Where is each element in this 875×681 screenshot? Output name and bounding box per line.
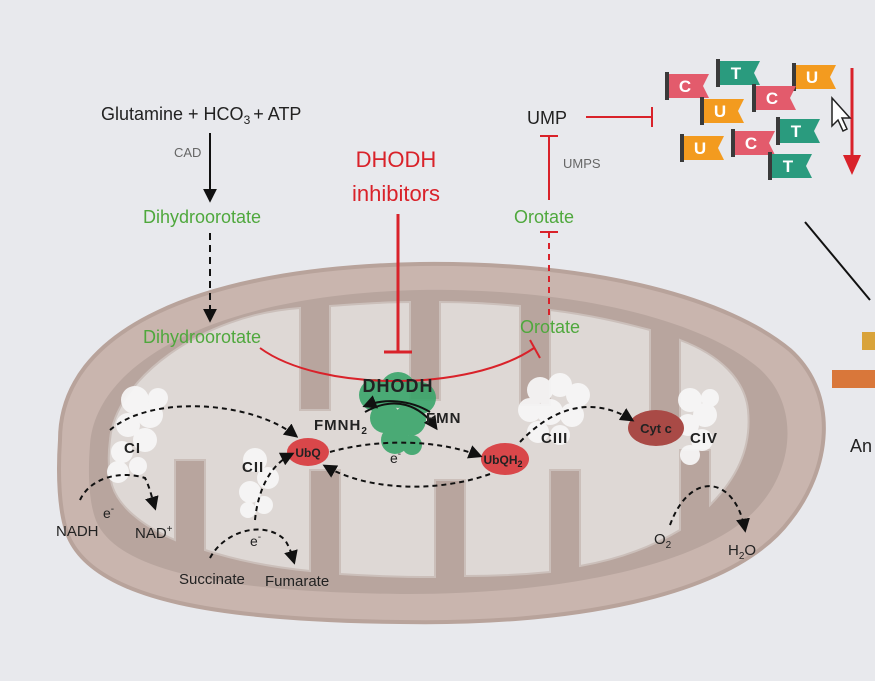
complex-i-shape bbox=[107, 386, 168, 483]
nucleotide-letter: T bbox=[731, 64, 742, 83]
nucleotide-flag: T bbox=[776, 117, 820, 145]
cursor-icon bbox=[831, 96, 852, 133]
h2o-label: H2O bbox=[728, 542, 756, 562]
cropped-bar-2 bbox=[832, 370, 875, 388]
dhodh-enzyme-shape bbox=[359, 372, 436, 455]
succinate-arrow bbox=[209, 528, 298, 565]
ubq-to-ubqh2-arrow bbox=[329, 441, 483, 459]
nadh-label: NADH bbox=[56, 523, 99, 540]
cii-label: CII bbox=[242, 459, 264, 476]
cytc-label: Cyt c bbox=[640, 421, 672, 436]
nucleotide-letter: C bbox=[679, 77, 691, 96]
nucleotide-flag-shape bbox=[735, 131, 775, 155]
electron-cii-label: e- bbox=[250, 532, 261, 549]
fmnh2-label: FMNH2 bbox=[314, 417, 368, 437]
ubq-shape bbox=[287, 438, 329, 466]
cytc-shape bbox=[628, 410, 684, 446]
nucleotide-pole bbox=[680, 134, 684, 162]
nad-label: NAD+ bbox=[135, 524, 173, 542]
dihydroorotate-cyto-label: Dihydroorotate bbox=[143, 207, 261, 227]
nucleotide-letter: T bbox=[783, 157, 794, 176]
nucleotide-pole bbox=[752, 84, 756, 112]
conversion-curve bbox=[259, 347, 535, 382]
nucleotide-letter: C bbox=[766, 89, 778, 108]
nucleotide-pole bbox=[700, 97, 704, 125]
cropped-text: An bbox=[850, 436, 872, 456]
nucleotide-flag-shape bbox=[720, 61, 760, 85]
inhibitor-line2: inhibitors bbox=[352, 181, 440, 206]
electron-ci-label: e- bbox=[103, 504, 114, 521]
ubqh2-shape bbox=[481, 443, 529, 475]
nucleotide-flag: C bbox=[731, 129, 775, 157]
nucleotide-pole bbox=[776, 117, 780, 145]
nucleotide-flag: U bbox=[792, 63, 836, 91]
nucleotide-pole bbox=[716, 59, 720, 87]
ciii-label: CIII bbox=[541, 430, 568, 447]
inhibitor-line1: DHODH bbox=[356, 147, 437, 172]
downstream-arrow bbox=[804, 221, 871, 301]
dhodh-label: DHODH bbox=[363, 376, 434, 396]
nucleotide-flag: U bbox=[700, 97, 744, 125]
nucleotide-letter: U bbox=[806, 68, 818, 87]
ubqh2-label: UbQH2 bbox=[483, 453, 522, 469]
nucleotide-flag: C bbox=[752, 84, 796, 112]
orotate-mito-label: Orotate bbox=[520, 317, 580, 337]
substrates-label: Glutamine + HCO3+ ATP bbox=[101, 104, 301, 127]
cropped-bar-1 bbox=[862, 332, 875, 350]
fmn-label: FMN bbox=[426, 410, 462, 427]
cad-label: CAD bbox=[174, 145, 201, 160]
ubqh2-to-cytc-arrow bbox=[519, 406, 635, 443]
nucleotide-flag: T bbox=[716, 59, 760, 87]
nucleotide-pole bbox=[731, 129, 735, 157]
ubqh2-to-ubq-arrow bbox=[322, 464, 491, 488]
nucleotide-letter: U bbox=[714, 102, 726, 121]
nucleotide-flag-shape bbox=[772, 154, 812, 178]
nucleotide-pole bbox=[768, 152, 772, 180]
nucleotide-flag-shape bbox=[704, 99, 744, 123]
nucleotide-flag-shape bbox=[756, 86, 796, 110]
ubq-label: UbQ bbox=[295, 446, 320, 460]
nucleotide-letter: T bbox=[791, 122, 802, 141]
nucleotide-pole bbox=[792, 63, 796, 91]
decrease-arrowhead bbox=[843, 155, 861, 175]
umps-label: UMPS bbox=[563, 156, 601, 171]
nucleotide-flag: U bbox=[680, 134, 724, 162]
complex-iii-shape bbox=[518, 373, 590, 445]
nucleotide-letter: C bbox=[745, 134, 757, 153]
dihydroorotate-mito-label: Dihydroorotate bbox=[143, 327, 261, 347]
electron-dhodh-label: e- bbox=[390, 449, 401, 466]
o2-arrow bbox=[669, 485, 750, 533]
succinate-label: Succinate bbox=[179, 571, 245, 588]
nadh-arrow bbox=[79, 474, 159, 511]
ci-to-ubq-arrow bbox=[109, 405, 299, 438]
nucleotide-flag-shape bbox=[684, 136, 724, 160]
nucleotide-flag: T bbox=[768, 152, 812, 180]
ump-label: UMP bbox=[527, 108, 567, 128]
nucleotide-flag: C bbox=[665, 72, 709, 100]
o2-label: O2 bbox=[654, 531, 672, 551]
civ-label: CIV bbox=[690, 430, 718, 447]
nucleotide-flag-shape bbox=[796, 65, 836, 89]
fmn-to-fmnh2-arrow bbox=[362, 395, 431, 413]
nucleotide-flag-shape bbox=[780, 119, 820, 143]
conversion-bar bbox=[529, 339, 541, 359]
nucleotide-pole bbox=[665, 72, 669, 100]
nucleotide-letter: U bbox=[694, 139, 706, 158]
fumarate-label: Fumarate bbox=[265, 573, 329, 590]
complex-ii-shape bbox=[239, 448, 279, 518]
orotate-cyto-label: Orotate bbox=[514, 207, 574, 227]
nucleotide-flag-shape bbox=[669, 74, 709, 98]
ci-label: CI bbox=[124, 440, 141, 457]
